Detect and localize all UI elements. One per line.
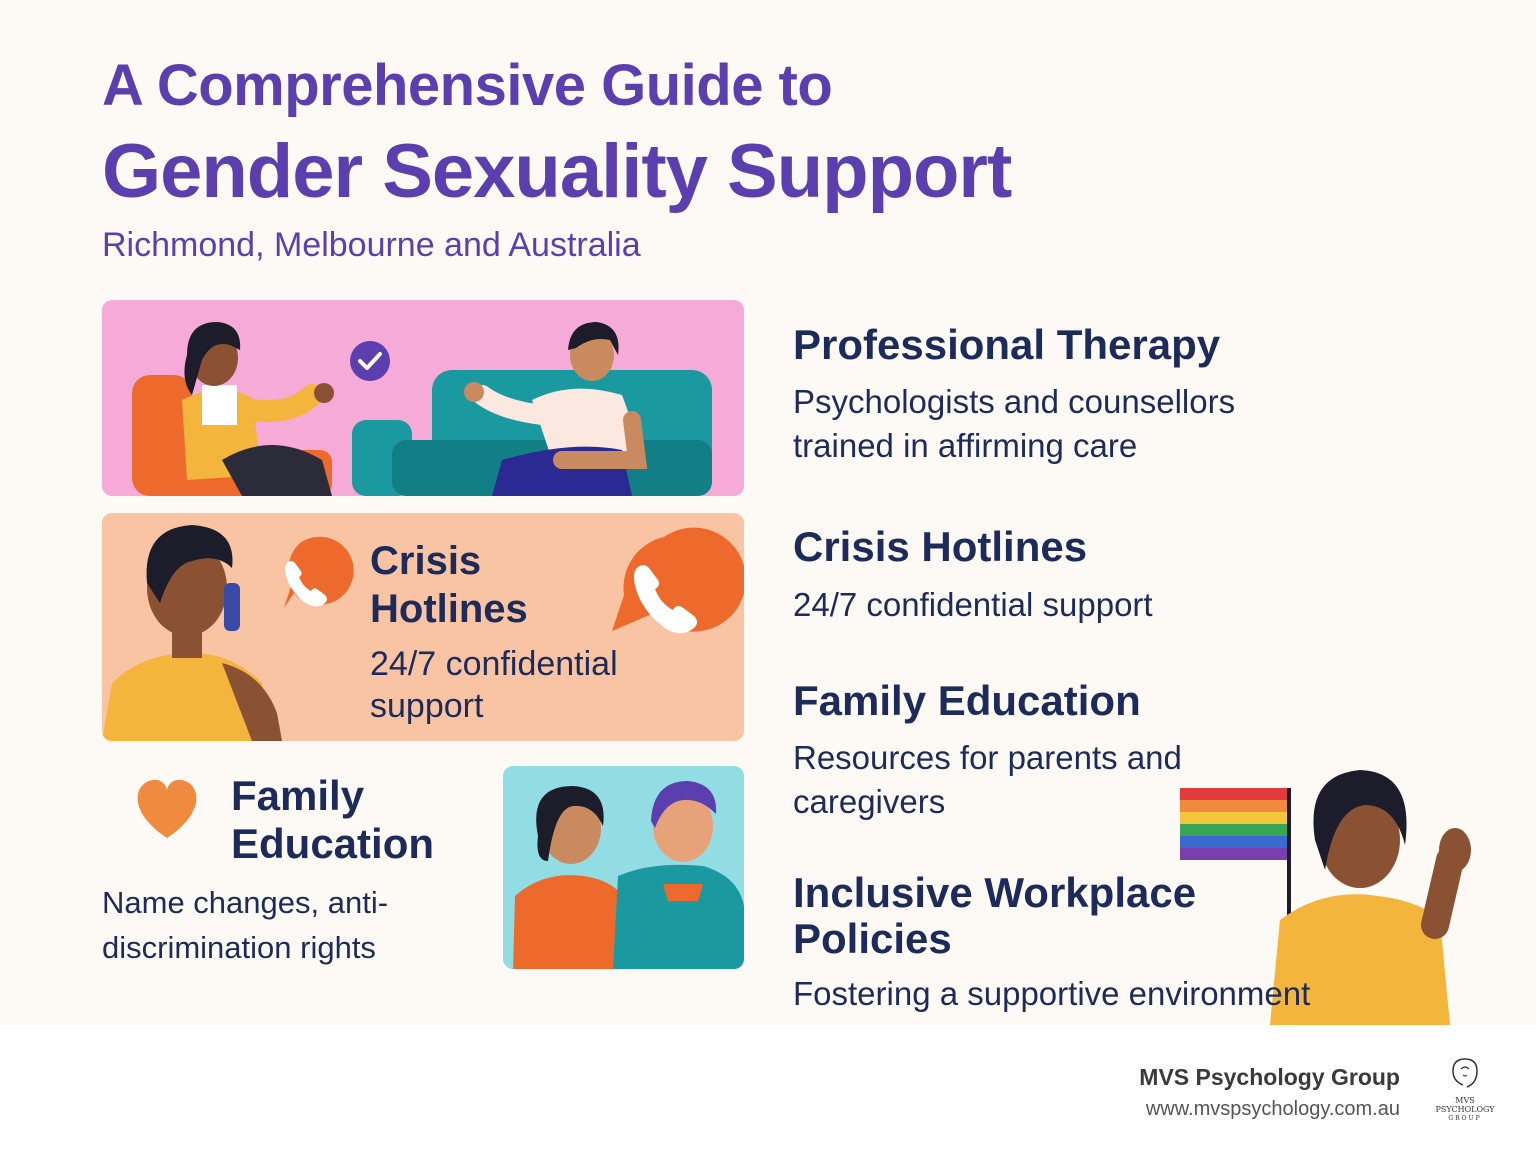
crisis-illustration (102, 525, 744, 741)
phone-bubble-icon (284, 536, 354, 608)
workplace-title: Inclusive Workplace Policies (793, 869, 1197, 962)
brand-url[interactable]: www.mvspsychology.com.au (1145, 1098, 1400, 1120)
logo-text-3: GROUP (1448, 1115, 1482, 1122)
rainbow-flag-icon (1180, 788, 1291, 978)
waving-person-illustration (1170, 750, 1490, 1030)
therapy-illustration-panel (102, 300, 744, 496)
heart-icon (132, 778, 202, 847)
check-circle-icon (350, 341, 390, 381)
footer-band (0, 1025, 1536, 1154)
crisis-panel-title: Crisis Hotlines (370, 539, 528, 631)
family-title: Family Education (793, 677, 1141, 724)
brand-name: MVS Psychology Group (1139, 1064, 1400, 1090)
crisis-panel-subtitle: 24/7 confidential support (370, 645, 618, 725)
family-illustration (513, 781, 744, 969)
subtitle: Richmond, Melbourne and Australia (102, 226, 641, 264)
family-description: Resources for parents and caregivers (793, 739, 1182, 820)
logo-text-1: MVS (1455, 1096, 1475, 1105)
therapy-illustration (132, 322, 712, 496)
family-illustration-panel (503, 766, 744, 969)
crisis-description: 24/7 confidential support (793, 586, 1153, 623)
crisis-title: Crisis Hotlines (793, 523, 1088, 570)
therapy-description: Psychologists and counsellors trained in… (793, 383, 1236, 464)
mvs-logo-icon: MVS PSYCHOLOGY GROUP (1425, 1055, 1505, 1123)
title-line-2: Gender Sexuality Support (102, 129, 1012, 214)
logo-text-2: PSYCHOLOGY (1435, 1105, 1495, 1114)
phone-bubble-icon (612, 527, 744, 634)
family-education-title: Family Education (231, 772, 435, 867)
family-education-description: Name changes, anti-discrimination rights (102, 885, 389, 965)
crisis-hotlines-panel: Crisis Hotlines 24/7 confidential suppor… (102, 513, 744, 741)
workplace-description: Fostering a supportive environment (793, 975, 1311, 1012)
therapy-title: Professional Therapy (793, 321, 1221, 368)
title-line-1: A Comprehensive Guide to (102, 53, 833, 118)
